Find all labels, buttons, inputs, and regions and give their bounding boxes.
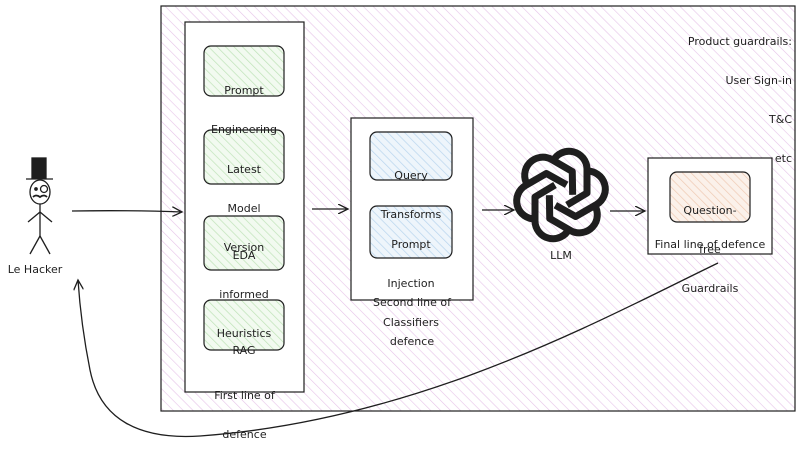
rag-label: RAG	[204, 318, 284, 370]
caption-line: First line of	[214, 389, 275, 402]
label-line: Engineering	[211, 123, 277, 136]
outer-note-line: etc	[774, 152, 792, 165]
label-line: Prompt	[391, 238, 431, 251]
label-line: Model	[227, 202, 261, 215]
first-line-caption: First line of defence	[185, 363, 304, 454]
arrow-hacker-to-first-line	[71, 211, 182, 212]
label-line: EDA	[232, 249, 256, 262]
diagram-canvas	[26, 5, 796, 438]
outer-note-line: T&C	[769, 113, 792, 126]
label-line: Injection	[387, 277, 435, 290]
label-line: RAG	[232, 344, 256, 357]
eda-heuristics-label: EDA informed Heuristics	[204, 223, 284, 353]
eda-heuristics-box	[203, 215, 285, 271]
caption-line: defence	[389, 335, 435, 348]
final-line-caption: Final line of defence	[654, 238, 766, 251]
label-line: Classifiers	[383, 316, 439, 329]
outer-note-title: Product guardrails:	[687, 35, 792, 48]
prompt-injection-classifiers-label: Prompt Injection Classifiers	[370, 212, 452, 342]
label-line: Prompt	[224, 84, 264, 97]
actor-label: Le Hacker	[7, 263, 63, 276]
rag-box	[203, 299, 285, 351]
label-line: free	[699, 243, 721, 256]
label-line: Guardrails	[681, 282, 739, 295]
latest-model-version-label: Latest Model Version	[204, 137, 284, 267]
question-free-guardrails-label: Question- free Guardrails	[670, 178, 750, 308]
prompt-injection-classifiers-box	[369, 205, 453, 259]
caption-line: defence	[222, 428, 267, 441]
second-line-caption: Second line of defence	[351, 270, 473, 361]
outer-note-line: User Sign-in	[725, 74, 792, 87]
prompt-engineering-box	[203, 45, 285, 97]
label-line: Latest	[227, 163, 261, 176]
latest-model-version-box	[203, 129, 285, 185]
caption-line: Second line of	[373, 296, 451, 309]
arrow-final-line-back-to-hacker	[78, 262, 719, 438]
label-line: Question-	[683, 204, 737, 217]
llm-label: LLM	[550, 249, 572, 262]
openai-logo-icon	[513, 147, 609, 243]
label-line: Version	[223, 241, 265, 254]
label-line: Query	[394, 169, 428, 182]
prompt-engineering-label: Prompt Engineering	[204, 58, 284, 149]
query-transforms-box	[369, 131, 453, 181]
outer-note: Product guardrails: User Sign-in T&C etc	[592, 9, 792, 178]
query-transforms-label: Query Transforms	[370, 143, 452, 234]
label-line: informed	[219, 288, 269, 301]
label-line: Transforms	[380, 208, 442, 221]
question-free-guardrails-box	[669, 171, 751, 223]
label-line: Heuristics	[216, 327, 272, 340]
hacker-figure-icon	[26, 157, 53, 255]
